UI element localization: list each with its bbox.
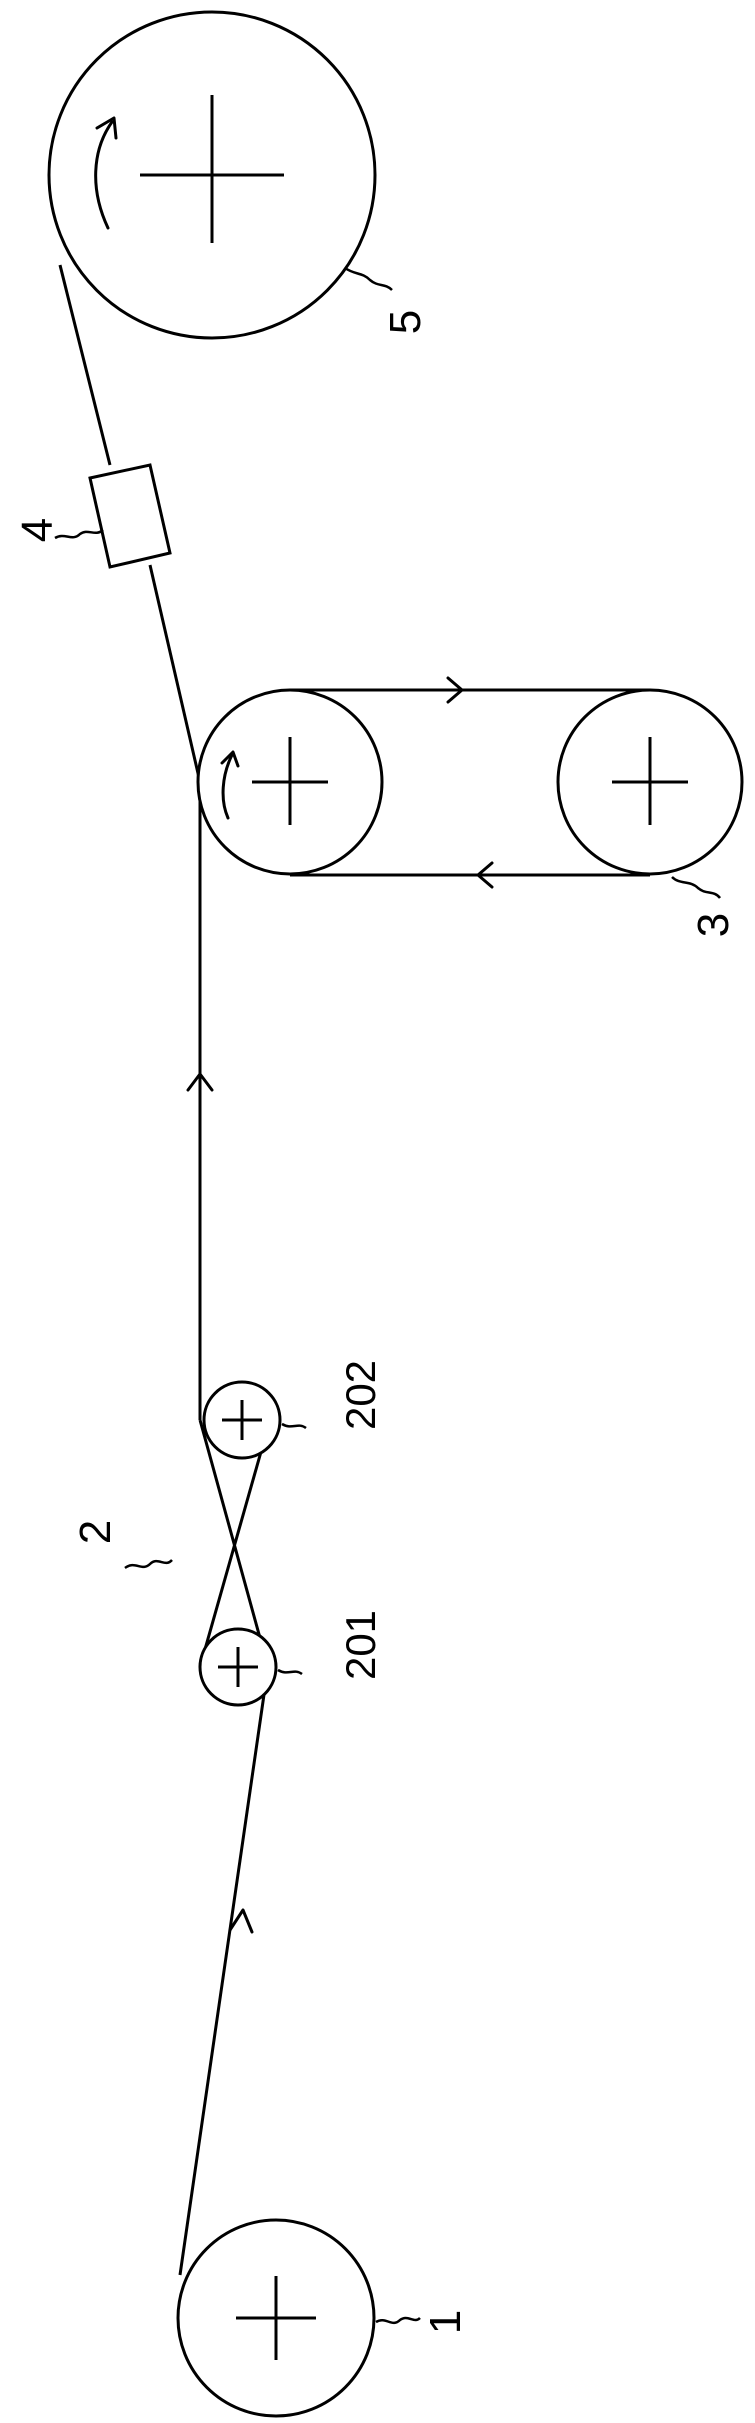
web-line-201-cross-b [198,1419,272,1668]
web-line-1-to-201 [178,1666,270,2276]
device-4 [54,463,172,569]
label-202: 202 [337,1360,384,1430]
roller-202 [202,1380,307,1460]
web-line-4-to-5 [58,264,112,466]
label-2: 2 [71,1520,120,1544]
device-4-leader [54,528,104,540]
roll-5-rotation-arrow [94,120,114,230]
roller-201 [198,1627,303,1707]
roll-5 [47,10,393,340]
roll-1-leader [375,2316,421,2325]
belt-top-arrow [446,676,464,704]
roll-5-rotation-arrow-head [95,116,118,140]
belt-bottom-arrow [476,861,494,889]
label-201: 201 [337,1610,384,1680]
web-path [58,264,272,2276]
web-lower-arrow [228,1908,254,1934]
device-4-box [88,463,172,569]
roll-3-rotation-arrow [221,753,234,820]
label-4: 4 [13,518,62,542]
group-2-leader [124,1559,173,1570]
label-3: 3 [689,913,738,937]
label-1: 1 [421,2310,470,2334]
roll-1 [176,2218,421,2418]
roller-202-leader [281,1422,307,1430]
roll-3-leader [671,876,721,899]
roll-3 [196,688,744,899]
label-5: 5 [381,310,430,334]
roll-3-rotation-arrow-head [220,750,240,768]
belt-loop-3 [290,688,650,877]
roll-5-leader [344,266,393,291]
web-vertical-arrow [186,1072,214,1092]
roller-201-leader [277,1668,303,1676]
web-line-3-to-4 [148,564,202,783]
